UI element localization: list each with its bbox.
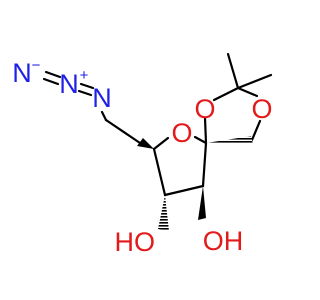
hash-c3-ho	[158, 195, 169, 231]
bond-cq-methyl-right	[236, 73, 273, 90]
bond-oright-ch2	[250, 119, 262, 142]
wedge-c4-ch2	[137, 138, 154, 149]
bond-c4-oring	[152, 136, 170, 151]
dioxolane-oxygen-right-label: O	[251, 94, 272, 124]
dioxolane-oxygen-left-label: O	[194, 94, 215, 124]
bond-c4-c3	[152, 147, 167, 197]
bond-ch2-c4	[104, 118, 142, 145]
bond-oring-c1	[193, 135, 208, 145]
hydroxyl-right-label: OH	[203, 226, 244, 256]
bond-oleft-cq	[212, 86, 240, 102]
bond-c2-c1	[201, 141, 208, 188]
atom-labels: N − N + N O O O HO OH	[12, 57, 272, 257]
bond-cq-oright	[236, 86, 259, 98]
molecule-structure-diagram: N − N + N O O O HO OH	[12, 52, 273, 257]
hydroxyl-left-label: HO	[115, 227, 156, 257]
bond-cq-methyl-left	[226, 52, 240, 90]
ring-bonds	[104, 52, 273, 197]
ring-oxygen-label: O	[171, 118, 192, 148]
hash-c1-ch2	[206, 136, 253, 144]
bond-n1-n2-lower	[42, 77, 60, 86]
azide-n3-label: N	[92, 83, 112, 113]
bond-n2-n3-lower	[77, 89, 93, 97]
bond-c1-oleft	[203, 116, 208, 145]
azide-n2-label: N	[59, 69, 79, 99]
wedge-c2-oh	[198, 186, 206, 220]
azide-bonds	[42, 70, 108, 122]
azide-n1-label: N	[12, 58, 32, 88]
bond-n2-n3-upper	[79, 82, 95, 90]
bond-n1-n2-upper	[44, 70, 62, 79]
stereo-bonds	[137, 136, 253, 231]
azide-n2-charge: +	[80, 67, 89, 84]
azide-n1-charge: −	[32, 57, 41, 74]
structure-svg: N − N + N O O O HO OH	[12, 52, 273, 257]
bond-c3-c2	[163, 184, 205, 197]
bond-n3-ch2	[100, 110, 108, 122]
